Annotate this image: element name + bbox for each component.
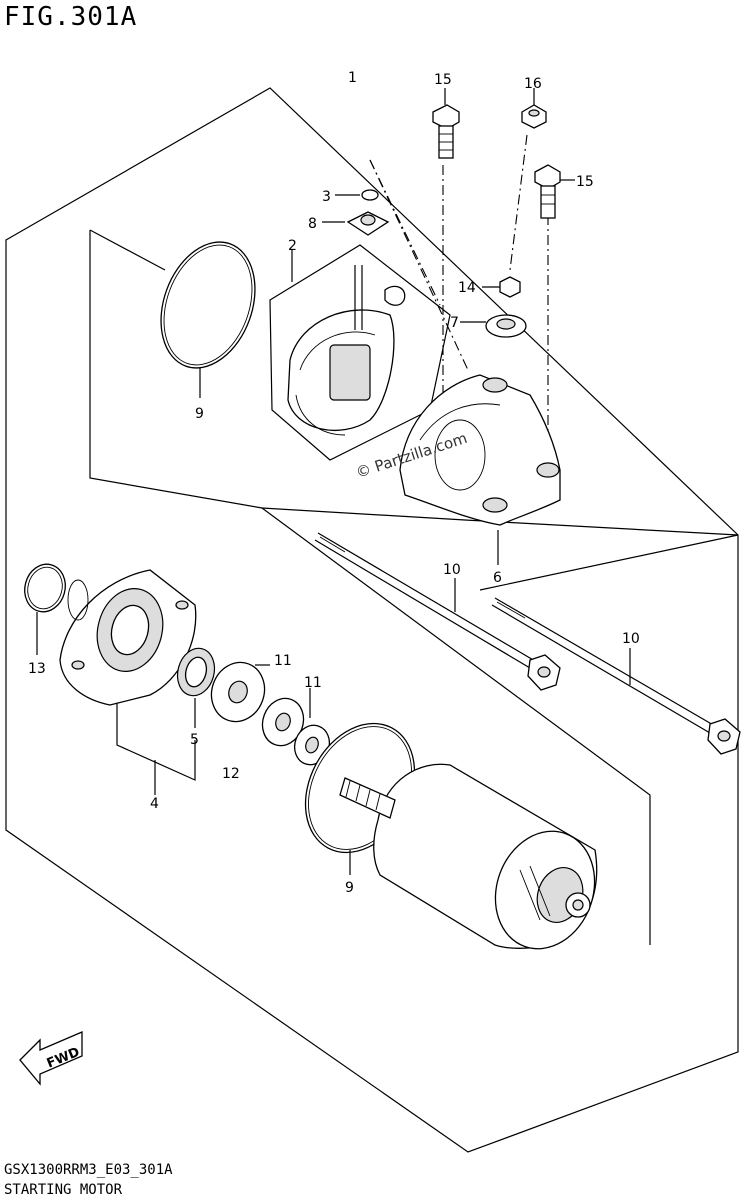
callout-8: 8	[308, 216, 317, 232]
o-ring-upper	[160, 241, 256, 369]
fwd-arrow-icon	[19, 1031, 83, 1086]
rear-section-box	[89, 230, 263, 509]
callout-4: 4	[150, 796, 159, 812]
washer-7	[485, 314, 527, 338]
callout-6: 6	[493, 570, 502, 586]
washer-set	[210, 661, 331, 766]
long-bolt-10-lower	[491, 597, 741, 755]
callout-10-upper: 10	[443, 562, 461, 578]
nut-16	[521, 104, 547, 129]
assembly-outline	[5, 87, 739, 1153]
callout-9-lower: 9	[345, 880, 354, 896]
front-cover-bracket	[116, 700, 196, 781]
callout-9-upper: 9	[195, 406, 204, 422]
long-bolt-10-upper	[314, 532, 561, 691]
oil-seal-5	[176, 647, 216, 697]
callout-11-lower: 11	[304, 675, 322, 691]
diagram-caption: STARTING MOTOR	[4, 1182, 123, 1198]
o-ring-13	[24, 563, 66, 613]
brush-holder	[287, 265, 406, 436]
figure-title: FIG.301A	[4, 2, 138, 32]
callout-3: 3	[322, 189, 331, 205]
motor-group-box	[261, 507, 739, 536]
nut-14	[499, 276, 521, 298]
front-cover	[59, 569, 197, 706]
diagram-code: GSX1300RRM3_E03_301A	[4, 1162, 173, 1178]
callout-5: 5	[190, 732, 199, 748]
bolt-15-top	[432, 104, 460, 159]
rear-housing	[399, 374, 561, 526]
plate-8	[346, 211, 390, 236]
motor-yoke	[339, 763, 598, 950]
callout-11-upper: 11	[274, 653, 292, 669]
callout-14: 14	[458, 280, 476, 296]
callout-15-top: 15	[434, 72, 452, 88]
bolt-15-right	[534, 164, 561, 219]
callout-1: 1	[348, 70, 357, 86]
callout-2: 2	[288, 238, 297, 254]
callout-16: 16	[524, 76, 542, 92]
callout-13: 13	[28, 661, 46, 677]
washer-3	[361, 189, 379, 201]
callout-15-right: 15	[576, 174, 594, 190]
callout-12: 12	[222, 766, 240, 782]
callout-10-lower: 10	[622, 631, 640, 647]
callout-7: 7	[450, 315, 459, 331]
